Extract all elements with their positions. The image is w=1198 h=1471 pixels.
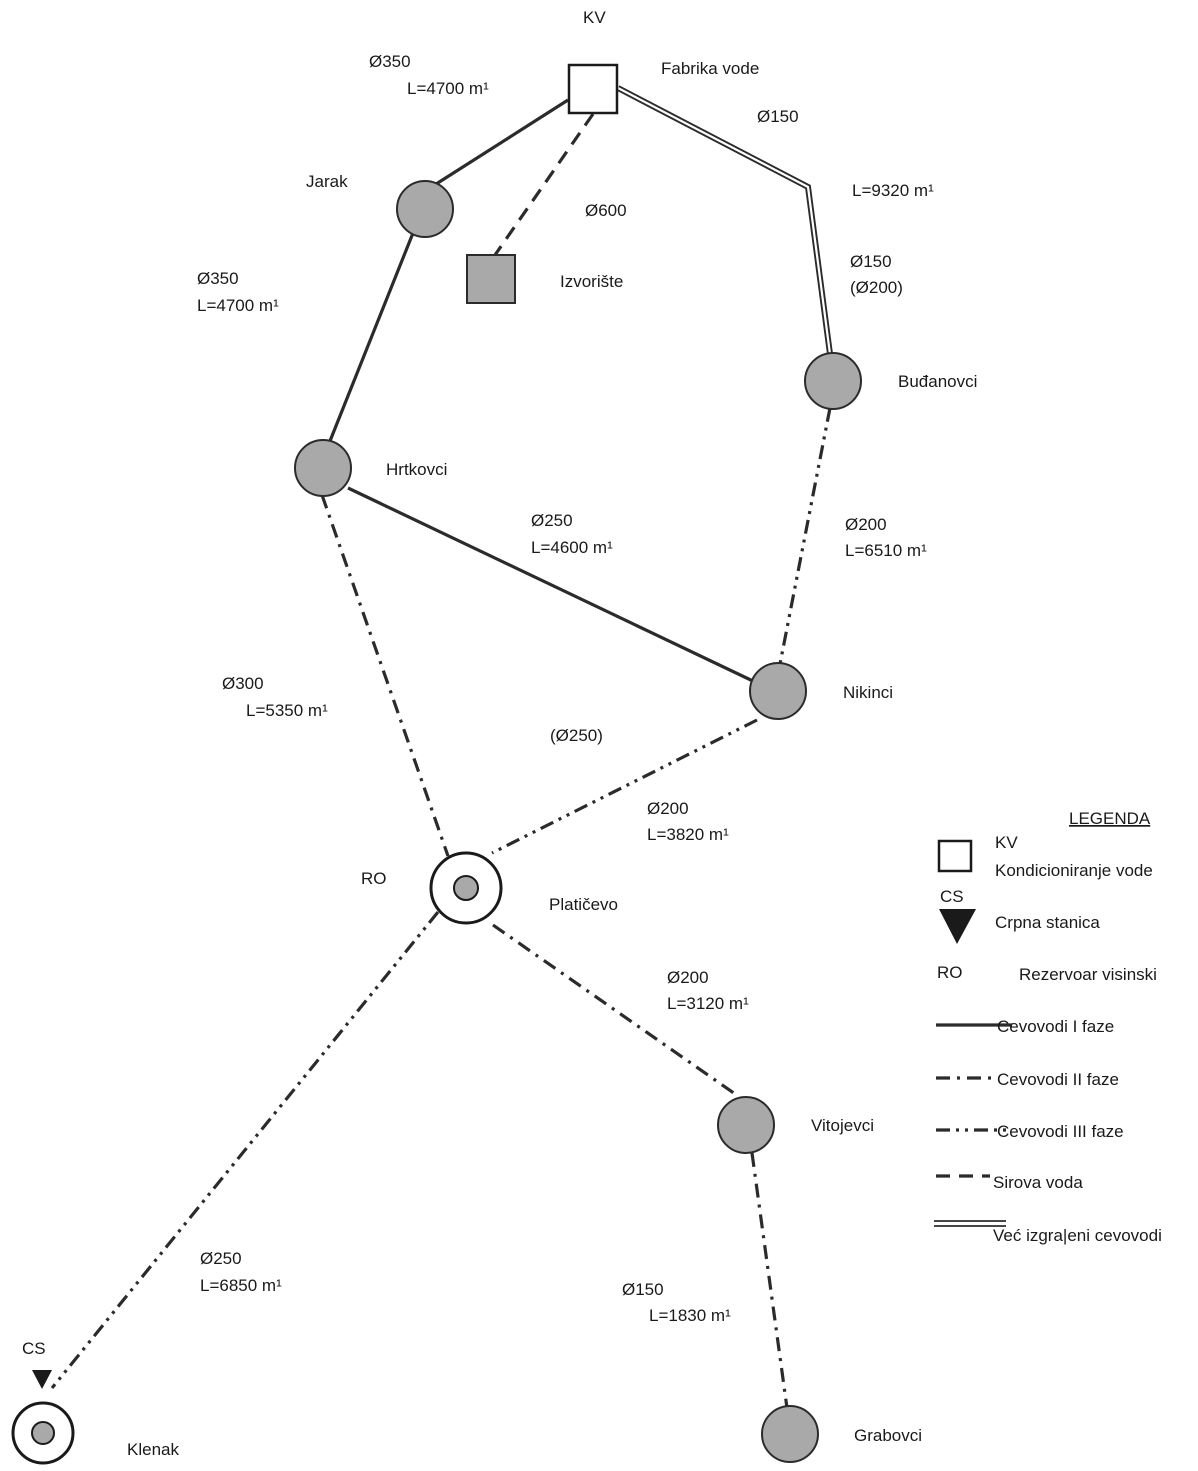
hrtkovci-node	[294, 439, 352, 497]
pipe-kv-jarak	[432, 98, 569, 188]
pipe-kv-budjanovci-built	[616, 85, 833, 355]
legend-ro-code: RO	[937, 963, 963, 982]
vitojevci-label: Vitojevci	[811, 1116, 874, 1135]
nikinci-platicevo-length: L=3820 m¹	[647, 825, 729, 844]
legend-built-label: Već izgra|eni cevovodi	[993, 1226, 1162, 1245]
vitojevci-grabovci-diameter: Ø150	[622, 1280, 664, 1299]
hrtkovci-nikinci-length: L=4600 m¹	[531, 538, 613, 557]
legend-kv-box-icon	[937, 839, 973, 873]
nikinci-node	[749, 662, 807, 720]
ro-code-label: RO	[361, 869, 387, 888]
grabovci-node	[761, 1405, 819, 1463]
platicevo-label: Platičevo	[549, 895, 618, 914]
klenak-pump-icon	[32, 1370, 52, 1389]
pipe-platicevo-klenak	[50, 910, 440, 1390]
legend-phase2-label: Cevovodi II faze	[997, 1070, 1119, 1089]
budjanovci-nikinci-diameter: Ø200	[845, 515, 887, 534]
pipe-budjanovci-nikinci	[778, 407, 832, 665]
pipe-vitojevci-grabovci	[750, 1152, 789, 1409]
pipe-nikinci-platicevo	[491, 718, 758, 855]
budjanovci-node	[804, 352, 862, 410]
legend-ro-label: Rezervoar visinski	[1019, 965, 1157, 984]
jarak-label: Jarak	[306, 172, 348, 191]
nikinci-platicevo-diameter: Ø200	[647, 799, 689, 818]
pipe-jarak-hrtkovci	[328, 232, 415, 442]
pipe-hrtkovci-platicevo	[320, 494, 450, 857]
platicevo-vitojevci-length: L=3120 m¹	[667, 994, 749, 1013]
kv-code-label: KV	[583, 8, 606, 27]
jarak-node	[396, 180, 454, 238]
nikinci-label: Nikinci	[843, 683, 893, 702]
grabovci-label: Grabovci	[854, 1426, 922, 1445]
hrtkovci-platicevo-length: L=5350 m¹	[246, 701, 328, 720]
klenak-reservoir-inner	[31, 1421, 55, 1445]
jarak-hrtkovci-diameter: Ø350	[197, 269, 239, 288]
legend: LEGENDA KV Kondicioniranje vode CS Crpna…	[934, 809, 1162, 1245]
kv-budjanovci-diameter-mid: Ø150	[850, 252, 892, 271]
vitojevci-grabovci-length: L=1830 m¹	[649, 1306, 731, 1325]
kv-budjanovci-diameter-top: Ø150	[757, 107, 799, 126]
legend-raw-label: Sirova voda	[993, 1173, 1083, 1192]
klenak-label: Klenak	[127, 1440, 179, 1459]
legend-cs-code: CS	[940, 887, 964, 906]
legend-cs-label: Crpna stanica	[995, 913, 1100, 932]
platicevo-klenak-diameter: Ø250	[200, 1249, 242, 1268]
vitojevci-node	[717, 1096, 775, 1154]
kv-jarak-length: L=4700 m¹	[407, 79, 489, 98]
izvoriste-source-box	[466, 254, 516, 304]
platicevo-reservoir-inner	[453, 875, 479, 901]
nikinci-platicevo-diameter-alt: (Ø250)	[550, 726, 603, 745]
platicevo-vitojevci-diameter: Ø200	[667, 968, 709, 987]
legend-title: LEGENDA	[1069, 809, 1151, 828]
legend-pump-icon	[939, 909, 976, 944]
budjanovci-nikinci-length: L=6510 m¹	[845, 541, 927, 560]
kv-budjanovci-diameter-alt: (Ø200)	[850, 278, 903, 297]
cs-code-label: CS	[22, 1339, 46, 1358]
legend-phase3-label: Cevovodi III faze	[997, 1122, 1124, 1141]
legend-kv-code: KV	[995, 833, 1018, 852]
kv-izvoriste-diameter: Ø600	[585, 201, 627, 220]
kv-budjanovci-length: L=9320 m¹	[852, 181, 934, 200]
fabrika-label: Fabrika vode	[661, 59, 759, 78]
izvoriste-label: Izvorište	[560, 272, 623, 291]
budjanovci-label: Buđanovci	[898, 372, 977, 391]
hrtkovci-nikinci-diameter: Ø250	[531, 511, 573, 530]
legend-phase1-label: Cevovodi I faze	[997, 1017, 1114, 1036]
pipe-hrtkovci-nikinci	[347, 486, 756, 684]
pipe-kv-izvoriste	[493, 113, 595, 256]
kv-jarak-diameter: Ø350	[369, 52, 411, 71]
pipe-platicevo-vitojevci	[492, 923, 739, 1098]
kv-water-treatment-box	[567, 63, 619, 115]
platicevo-klenak-length: L=6850 m¹	[200, 1276, 282, 1295]
jarak-hrtkovci-length: L=4700 m¹	[197, 296, 279, 315]
hrtkovci-platicevo-diameter: Ø300	[222, 674, 264, 693]
legend-kv-label: Kondicioniranje vode	[995, 861, 1153, 880]
pipe-kv-budjanovci-built-inner	[617, 87, 832, 355]
hrtkovci-label: Hrtkovci	[386, 460, 447, 479]
